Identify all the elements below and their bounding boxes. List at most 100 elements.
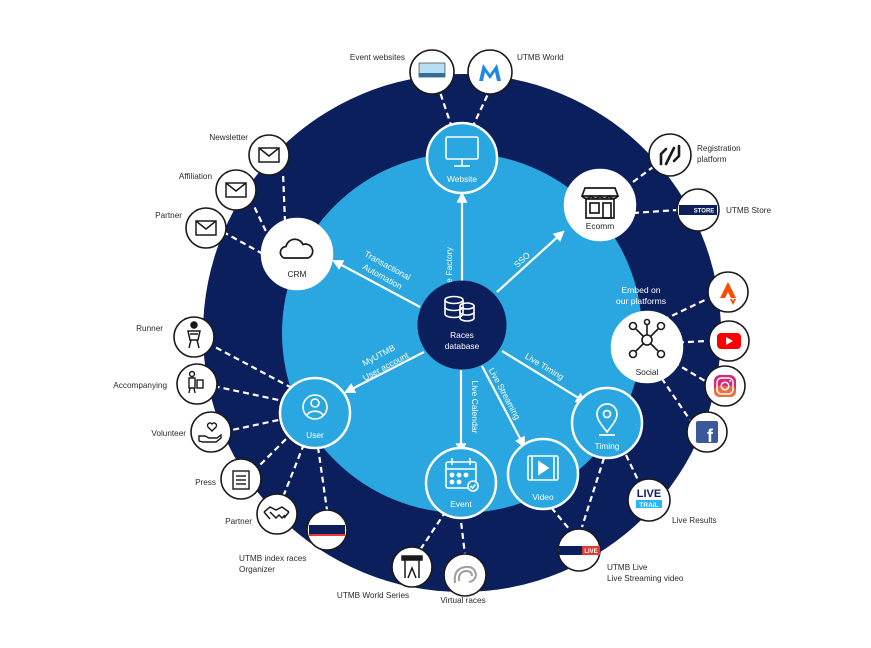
label-utmb-live-line1: UTMB Live: [607, 563, 648, 572]
hub-website[interactable]: Website: [425, 121, 499, 195]
peripheral-newsletter[interactable]: Newsletter: [209, 133, 290, 176]
label-newsletter: Newsletter: [209, 133, 248, 142]
network-icon: [628, 318, 666, 359]
center-races-database[interactable]: Races database: [417, 280, 507, 370]
peripheral-utmb-world[interactable]: UTMB World: [467, 49, 564, 95]
strava-icon: [720, 282, 736, 305]
peripheral-affiliation[interactable]: Affiliation: [179, 169, 257, 211]
label-registration-line1: Registration: [697, 144, 741, 153]
newspaper-icon: [232, 470, 250, 490]
arrow-to-crm: [332, 259, 421, 308]
arrow-to-timing: [501, 350, 587, 404]
utmb-m-logo-icon: [479, 64, 501, 81]
peripheral-strava[interactable]: [707, 271, 749, 313]
peripheral-partner-crm[interactable]: Partner: [155, 207, 227, 249]
connector-crm-affiliation: [252, 203, 271, 241]
peripheral-utmb-index[interactable]: UTMB index races Organizer: [239, 509, 348, 574]
label-event-websites: Event websites: [350, 53, 405, 62]
connector-website-utmbworld: [471, 93, 489, 129]
peripheral-registration[interactable]: Registration platform: [648, 133, 741, 177]
shop-icon: [580, 187, 620, 219]
hub-video[interactable]: Video: [506, 437, 580, 511]
hub-social-circle: [610, 310, 684, 384]
peripheral-utmb-live[interactable]: LIVE UTMB Live Live Streaming video: [557, 528, 684, 583]
label-press: Press: [195, 478, 216, 487]
label-registration-line2: platform: [697, 155, 727, 164]
utmb-live-logo-icon: LIVE: [559, 546, 600, 555]
connector-timing-liveresults: [625, 454, 639, 481]
label-utmb-world-series: UTMB World Series: [337, 591, 409, 600]
label-partner-user: Partner: [225, 517, 252, 526]
hub-user-label: User: [306, 430, 324, 440]
arrow-to-user: [344, 351, 425, 394]
connector-user-press: [254, 431, 294, 471]
arrow-to-ecomm: [496, 230, 565, 293]
hub-timing[interactable]: Timing: [570, 386, 644, 460]
peripheral-facebook[interactable]: f: [686, 411, 728, 453]
center-label-line2: database: [445, 341, 480, 351]
connector-user-runner: [212, 345, 293, 389]
envelope-icon: [258, 147, 280, 163]
livetrail-logo-line1: LIVE: [637, 488, 661, 500]
peripheral-instagram[interactable]: [704, 365, 746, 407]
monitor-icon: [445, 136, 479, 167]
label-partner-crm: Partner: [155, 211, 182, 220]
connector-ecomm-store: [632, 208, 679, 215]
center-circle: [417, 280, 507, 370]
event-website-thumbnail-icon: [418, 62, 446, 78]
hub-website-label: Website: [447, 174, 477, 184]
connector-social-instagram: [664, 356, 706, 382]
hub-website-circle: [425, 121, 499, 195]
peripheral-live-results[interactable]: LIVE TRAIL Live Results: [627, 478, 717, 525]
label-utmb-live-line2: Live Streaming video: [607, 574, 684, 583]
peripheral-event-websites[interactable]: Event websites: [350, 49, 455, 95]
connector-video-utmblive: [544, 499, 571, 531]
hub-event[interactable]: Event: [424, 446, 498, 520]
hub-user[interactable]: User: [278, 376, 352, 450]
instagram-icon: [714, 375, 736, 397]
location-pin-icon: [596, 403, 618, 436]
peripheral-utmb-store[interactable]: STORE UTMB Store: [676, 188, 771, 232]
label-utmb-index-line1: UTMB index races: [239, 554, 306, 563]
database-icon: [444, 295, 475, 322]
hub-ecomm-label: Ecomm: [586, 221, 614, 231]
hub-video-label: Video: [532, 492, 554, 502]
label-accompanying: Accompanying: [113, 381, 167, 390]
label-volunteer: Volunteer: [151, 429, 186, 438]
label-utmb-store: UTMB Store: [726, 206, 771, 215]
envelope-icon: [225, 182, 247, 198]
livetrail-logo-line2: TRAIL: [639, 502, 658, 509]
handshake-icon: [263, 506, 290, 520]
hub-timing-label: Timing: [595, 441, 620, 451]
label-live-calendar: Live Calendar: [470, 380, 480, 433]
runner-icon: [187, 321, 201, 349]
peripheral-press[interactable]: Press: [195, 458, 262, 500]
hub-ecomm[interactable]: Ecomm: [563, 168, 637, 242]
peripheral-youtube[interactable]: [708, 320, 750, 362]
arrows: [332, 191, 587, 455]
hub-video-circle: [506, 437, 580, 511]
hub-social[interactable]: Social: [610, 310, 684, 384]
arrow-to-video: [481, 365, 526, 448]
label-virtual-races: Virtual races: [440, 596, 485, 605]
hub-crm-circle: [260, 217, 334, 291]
connector-social-youtube: [667, 339, 708, 345]
connector-website-eventsites: [438, 91, 454, 129]
peripheral-runner[interactable]: Runner: [136, 316, 215, 358]
hub-crm-label: CRM: [287, 269, 306, 279]
peripheral-partner-user[interactable]: Partner: [225, 493, 298, 535]
hub-crm[interactable]: CRM: [260, 217, 334, 291]
connector-event-virtual: [458, 512, 467, 556]
label-utmb-index-line2: Organizer: [239, 565, 275, 574]
peripheral-utmb-world-series[interactable]: UTMB World Series: [337, 546, 433, 600]
user-icon: [302, 394, 328, 420]
peripheral-virtual-races[interactable]: Virtual races: [440, 553, 487, 605]
hub-event-label: Event: [450, 499, 472, 509]
youtube-icon: [717, 333, 741, 349]
connector-social-strava: [662, 298, 708, 321]
peripheral-volunteer[interactable]: Volunteer: [151, 411, 232, 453]
hub-timing-circle: [570, 386, 644, 460]
peripheral-accompanying[interactable]: Accompanying: [113, 363, 218, 405]
